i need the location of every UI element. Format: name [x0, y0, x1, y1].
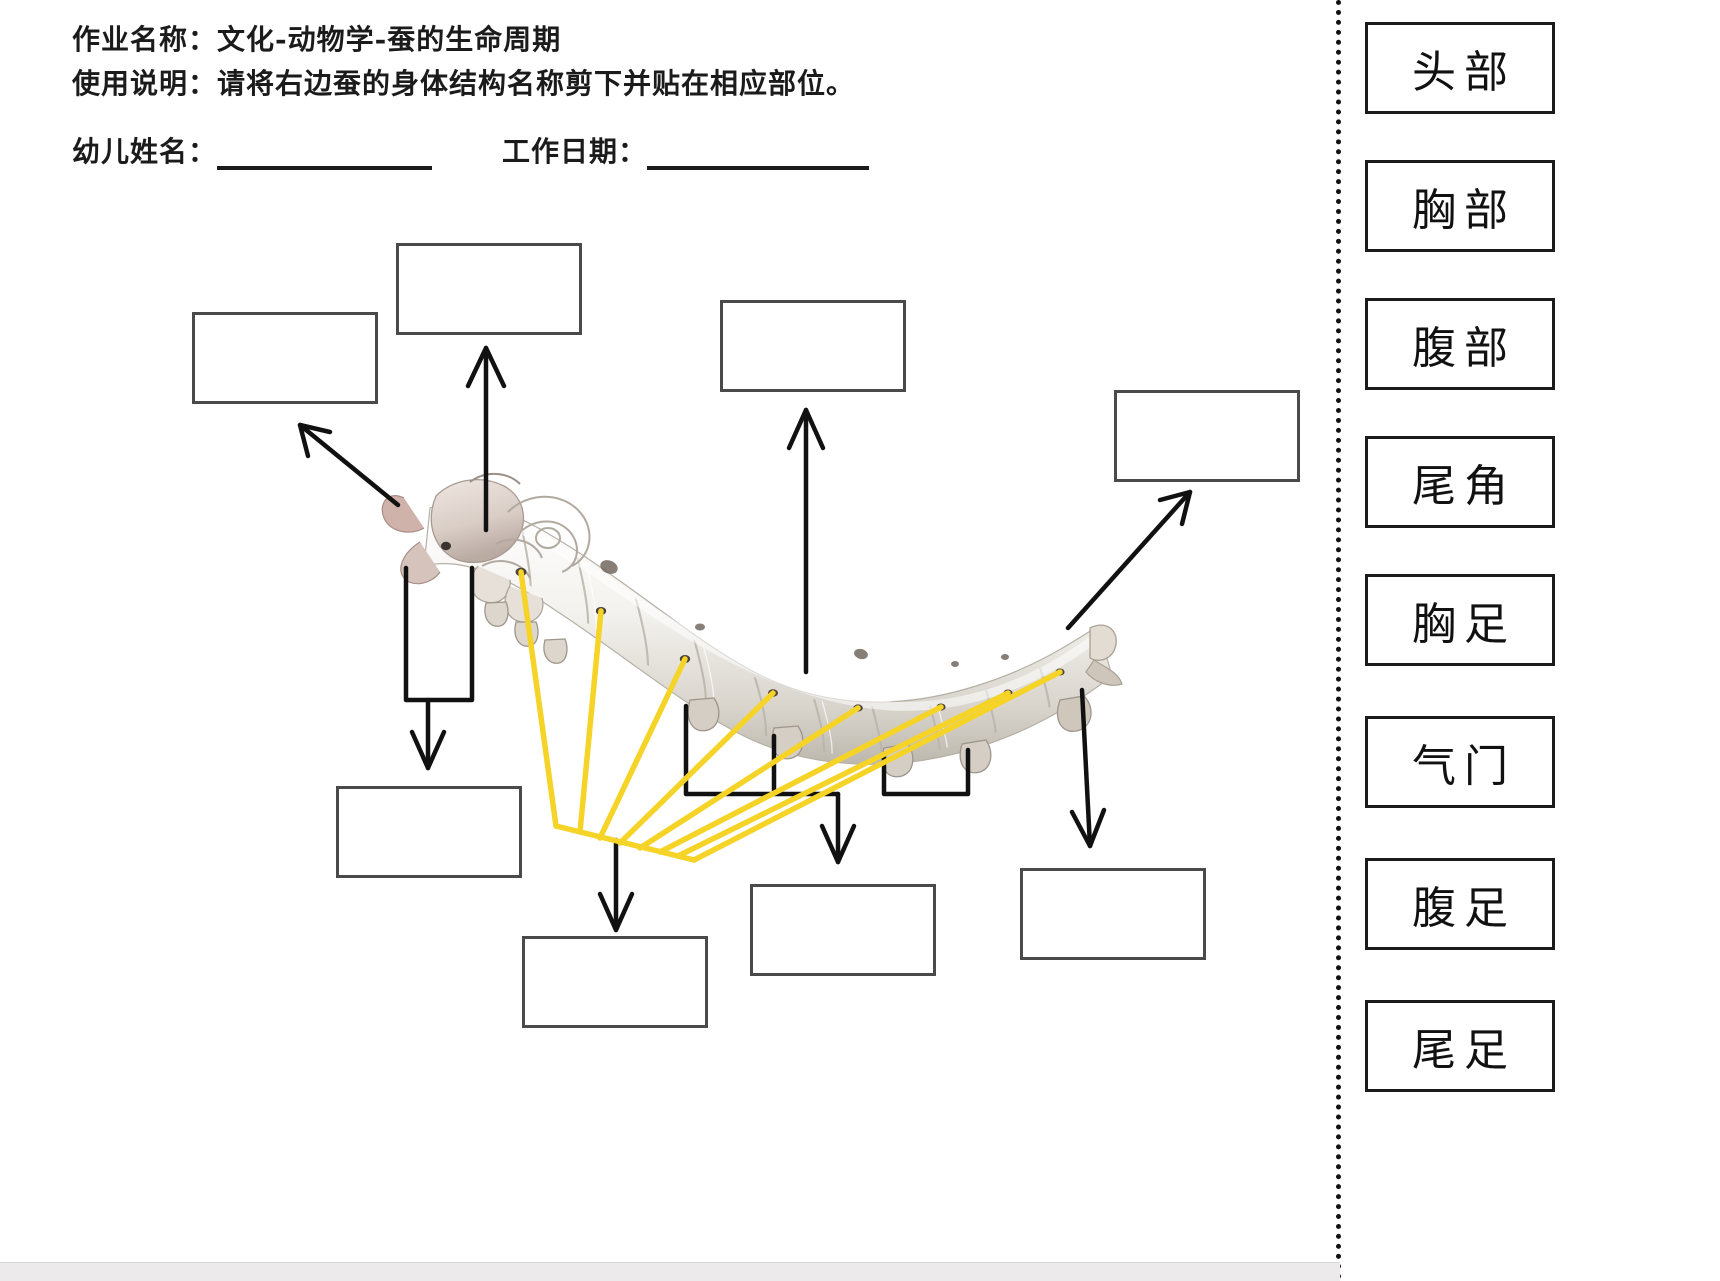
leader-spiracles-arrow	[597, 837, 635, 933]
label-card-thorax-text: 胸部	[1412, 185, 1516, 236]
label-card-head-text: 头部	[1412, 47, 1516, 98]
answer-box-anal-legs[interactable]	[1020, 868, 1206, 960]
leader-abdomen	[786, 407, 826, 675]
leader-thoracic-legs	[403, 565, 475, 771]
page-footer-strip	[0, 1262, 1340, 1281]
answer-box-caudal-horn[interactable]	[1114, 390, 1300, 482]
leader-lines-spiracles-yellow	[518, 569, 1063, 863]
label-card-caudal-horn-text: 尾角	[1412, 461, 1516, 512]
leader-caudal-horn	[1065, 489, 1193, 631]
answer-box-abdomen[interactable]	[720, 300, 906, 392]
label-card-proleg-text: 腹足	[1412, 883, 1516, 934]
label-card-spiracle[interactable]: 气门	[1365, 716, 1555, 808]
child-name-label: 幼儿姓名：	[72, 135, 218, 168]
label-card-head[interactable]: 头部	[1365, 22, 1555, 114]
work-date-input[interactable]	[647, 136, 870, 170]
assignment-name-line: 作业名称：文化-动物学-蚕的生命周期	[72, 23, 562, 56]
name-date-row: 幼儿姓名： 工作日期：	[72, 130, 1272, 170]
answer-box-thorax[interactable]	[396, 243, 582, 335]
label-card-anal-leg-text: 尾足	[1412, 1025, 1516, 1076]
answer-box-thoracic-legs[interactable]	[336, 786, 522, 878]
answer-box-prolegs[interactable]	[750, 884, 936, 976]
label-card-abdomen[interactable]: 腹部	[1365, 298, 1555, 390]
label-card-caudal-horn[interactable]: 尾角	[1365, 436, 1555, 528]
label-card-thorax[interactable]: 胸部	[1365, 160, 1555, 252]
leader-head	[297, 422, 401, 508]
thoracic-legs	[484, 601, 568, 664]
cut-line-divider	[1336, 0, 1341, 1280]
label-card-thoracic-leg[interactable]: 胸足	[1365, 574, 1555, 666]
instruction-line: 使用说明：请将右边蚕的身体结构名称剪下并贴在相应部位。	[72, 67, 856, 100]
leader-anal-legs	[1069, 687, 1107, 849]
label-card-spiracle-text: 气门	[1412, 741, 1516, 792]
answer-box-head[interactable]	[192, 312, 378, 404]
silkworm-larva-image	[381, 473, 1123, 778]
answer-box-spiracles[interactable]	[522, 936, 708, 1028]
work-date-label: 工作日期：	[502, 135, 648, 168]
thorax-texture	[481, 495, 591, 579]
label-card-anal-leg[interactable]: 尾足	[1365, 1000, 1555, 1092]
child-name-input[interactable]	[217, 136, 433, 170]
leader-thorax	[465, 345, 507, 533]
worksheet-header: 作业名称：文化-动物学-蚕的生命周期 使用说明：请将右边蚕的身体结构名称剪下并贴…	[72, 18, 1272, 170]
label-card-proleg[interactable]: 腹足	[1365, 858, 1555, 950]
label-card-thoracic-leg-text: 胸足	[1412, 599, 1516, 650]
leader-arrows-black	[297, 345, 1193, 933]
dorsal-markings	[600, 560, 1009, 667]
label-card-abdomen-text: 腹部	[1412, 323, 1516, 374]
